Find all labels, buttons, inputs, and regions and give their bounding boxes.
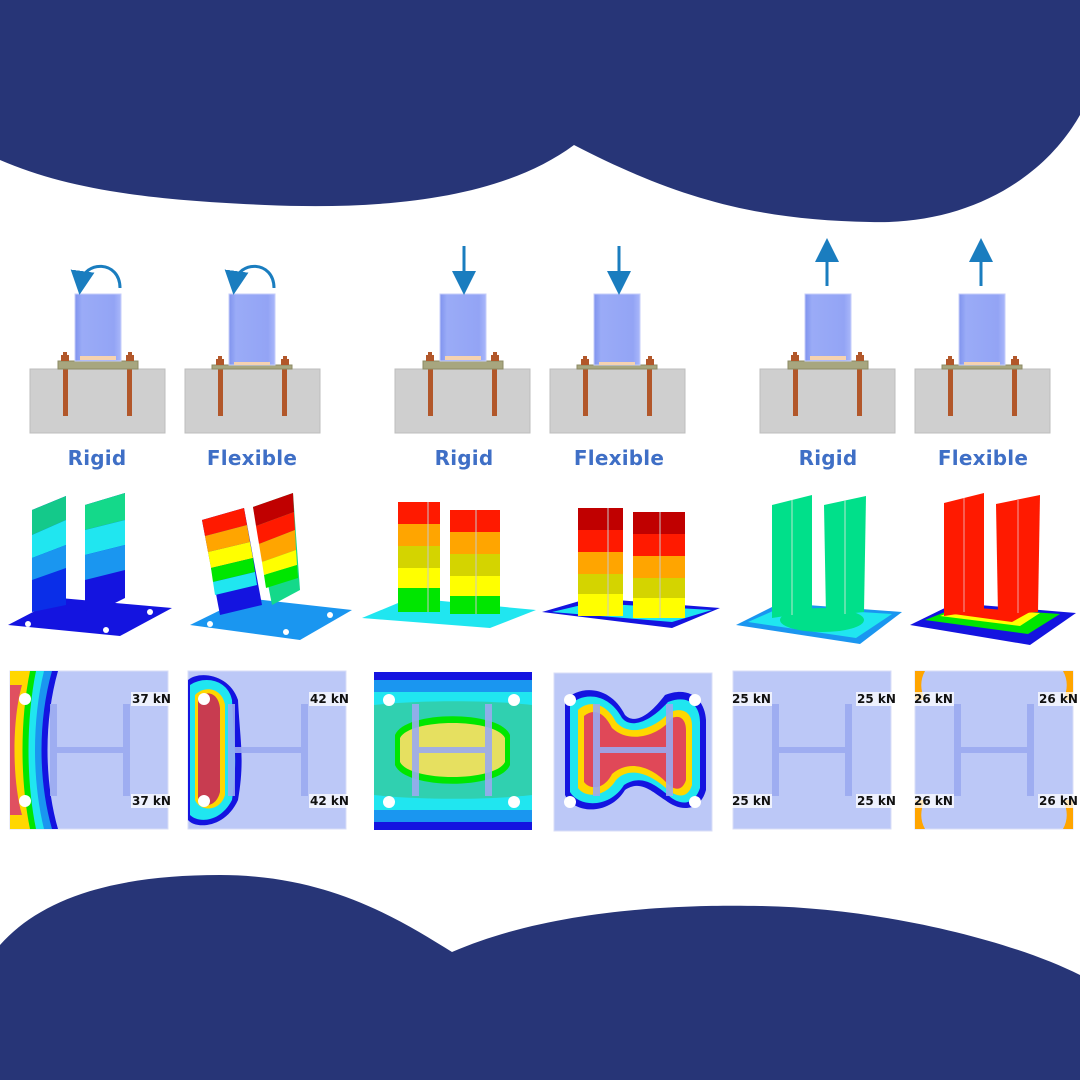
anchor-force-label: 25 kN [731,692,772,706]
fem-3d-rigid-tension [736,495,902,644]
anchor-force-label: 42 kN [309,692,350,706]
fem-3d-rigid-moment [8,493,172,636]
schematic-flexible-compression [549,246,686,434]
fem-3d-rigid-compression [362,502,536,628]
anchor-force-label: 37 kN [131,692,172,706]
anchor-force-label: 26 kN [1038,692,1079,706]
label-flexible-moment: Flexible [206,446,298,470]
schematic-rigid-compression [394,246,531,434]
curved-arrow-icon [70,264,122,295]
top-wave-decoration [0,0,1080,223]
plan-view-results-row [9,670,1074,832]
anchor-force-label: 42 kN [309,794,350,808]
plan-flexible-moment [187,670,347,830]
anchor-force-label: 26 kN [913,692,954,706]
label-rigid-moment: Rigid [67,446,127,470]
schematic-rigid-moment [29,264,166,434]
anchor-force-label: 26 kN [913,794,954,808]
anchor-force-label: 25 kN [856,794,897,808]
anchor-force-label: 25 kN [856,692,897,706]
fem-3d-flexible-tension [910,493,1076,645]
plan-rigid-compression [374,672,532,830]
connection-schematics-row [29,238,1051,434]
plan-flexible-compression [553,672,713,832]
plan-rigid-moment [9,670,169,830]
fem-3d-flexible-moment [190,493,352,640]
curved-arrow-icon [224,264,276,295]
anchor-force-label: 25 kN [731,794,772,808]
fem-3d-results-row [8,493,1076,645]
fem-3d-flexible-compression [542,508,720,628]
label-flexible-compression: Flexible [573,446,665,470]
anchor-force-label: 37 kN [131,794,172,808]
schematic-rigid-tension [759,238,896,434]
schematic-flexible-moment [184,264,321,434]
label-rigid-tension: Rigid [798,446,858,470]
schematic-flexible-tension [914,238,1051,434]
label-flexible-tension: Flexible [937,446,1029,470]
bottom-wave-decoration [0,875,1080,1080]
label-rigid-compression: Rigid [434,446,494,470]
anchor-force-label: 26 kN [1038,794,1079,808]
